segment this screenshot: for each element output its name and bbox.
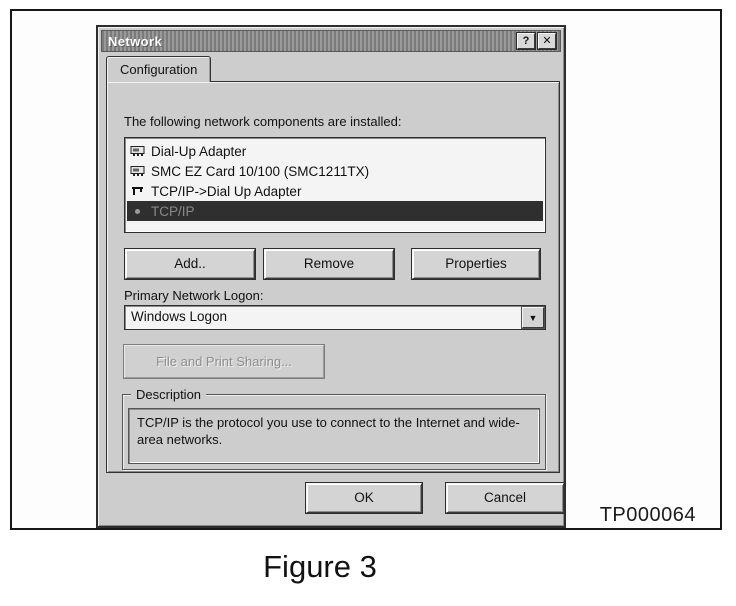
component-label: Dial-Up Adapter	[151, 143, 247, 159]
remove-button[interactable]: Remove	[264, 249, 394, 279]
network-adapter-icon	[130, 166, 145, 176]
chevron-down-icon: ▼	[528, 313, 538, 323]
components-listbox[interactable]: Dial-Up Adapter SMC EZ Card 10/100 (SMC1…	[124, 137, 546, 233]
description-group: Description TCP/IP is the protocol you u…	[122, 387, 546, 470]
list-item[interactable]: TCP/IP->Dial Up Adapter	[127, 181, 543, 201]
list-item[interactable]: SMC EZ Card 10/100 (SMC1211TX)	[127, 161, 543, 181]
ok-button[interactable]: OK	[306, 483, 422, 513]
dialog-title: Network	[108, 33, 163, 49]
figure-caption: Figure 3	[263, 549, 377, 584]
close-button[interactable]: ✕	[538, 33, 556, 49]
components-label: The following network components are ins…	[124, 114, 402, 129]
description-textbox: TCP/IP is the protocol you use to connec…	[128, 408, 540, 464]
description-group-title: Description	[131, 387, 207, 402]
component-label: TCP/IP->Dial Up Adapter	[151, 183, 302, 199]
list-item-selected[interactable]: TCP/IP	[127, 201, 543, 221]
help-button[interactable]: ?	[517, 33, 535, 49]
selected-dot-icon	[135, 208, 140, 214]
primary-logon-label: Primary Network Logon:	[124, 288, 264, 303]
close-icon: ✕	[542, 35, 552, 47]
reference-code: TP000064	[599, 504, 696, 526]
tcp-protocol-icon	[132, 187, 143, 195]
cancel-button[interactable]: Cancel	[446, 483, 564, 513]
properties-button[interactable]: Properties	[412, 249, 540, 279]
combobox-dropdown-button[interactable]: ▼	[522, 307, 544, 328]
network-dialog: Network ? ✕ Configuration The following …	[96, 25, 566, 528]
dialog-titlebar[interactable]: Network ? ✕	[101, 30, 561, 52]
tab-label: Configuration	[120, 62, 198, 77]
network-adapter-icon	[130, 146, 145, 156]
primary-logon-combobox[interactable]: Windows Logon ▼	[124, 305, 546, 330]
tab-configuration[interactable]: Configuration	[106, 56, 212, 82]
combobox-value: Windows Logon	[131, 309, 228, 324]
list-item[interactable]: Dial-Up Adapter	[127, 141, 543, 161]
component-label: SMC EZ Card 10/100 (SMC1211TX)	[151, 163, 370, 179]
figure-frame: Network ? ✕ Configuration The following …	[10, 9, 722, 530]
component-label: TCP/IP	[151, 203, 195, 219]
add-button[interactable]: Add..	[125, 249, 255, 279]
help-icon: ?	[522, 35, 530, 47]
file-print-sharing-button[interactable]: File and Print Sharing...	[124, 345, 324, 378]
description-text: TCP/IP is the protocol you use to connec…	[137, 415, 520, 447]
